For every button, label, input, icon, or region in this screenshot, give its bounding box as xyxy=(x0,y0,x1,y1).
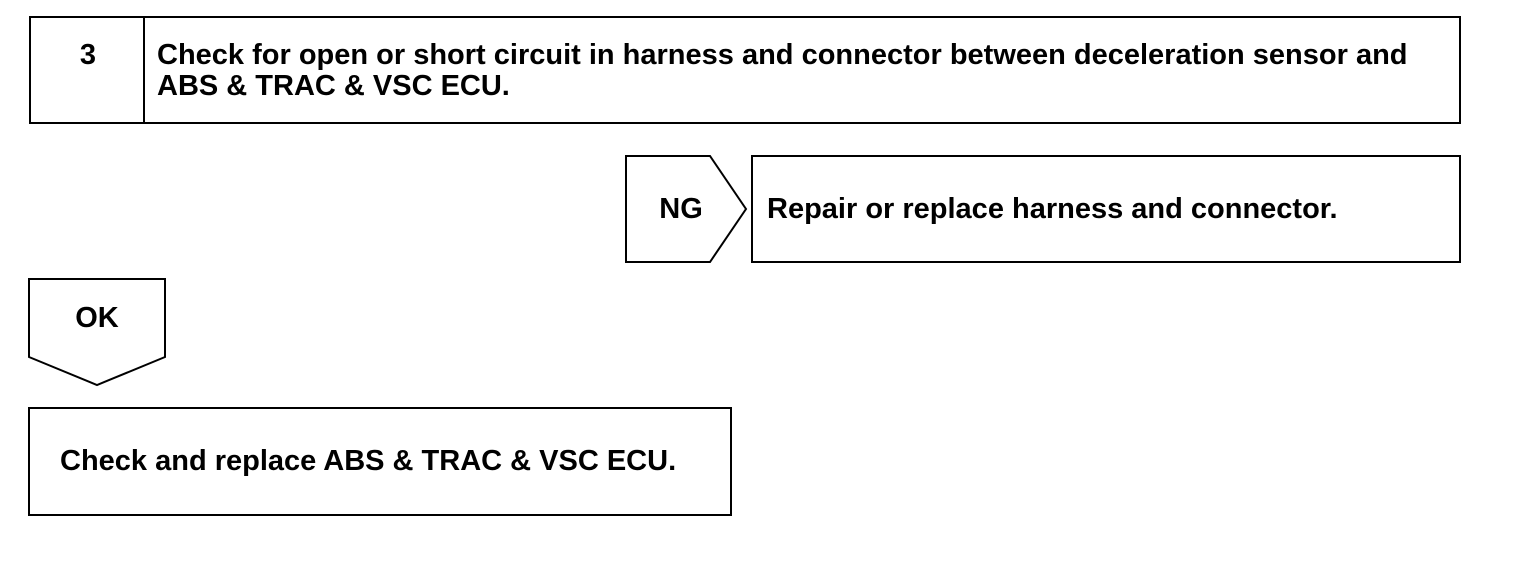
ok-result-box: Check and replace ABS & TRAC & VSC ECU. xyxy=(28,407,732,516)
step-box: 3 Check for open or short circuit in har… xyxy=(29,16,1461,124)
ng-result-text: Repair or replace harness and connector. xyxy=(767,193,1338,225)
ng-arrow-shape xyxy=(625,155,748,263)
ok-arrow-shape xyxy=(28,278,166,387)
ng-result-box: Repair or replace harness and connector. xyxy=(751,155,1461,263)
step-number-cell: 3 xyxy=(31,18,145,122)
ok-result-text: Check and replace ABS & TRAC & VSC ECU. xyxy=(60,445,677,477)
step-number: 3 xyxy=(79,39,97,71)
ng-label: NG xyxy=(659,193,703,225)
ok-label: OK xyxy=(75,302,119,334)
step-title: Check for open or short circuit in harne… xyxy=(157,39,1408,102)
